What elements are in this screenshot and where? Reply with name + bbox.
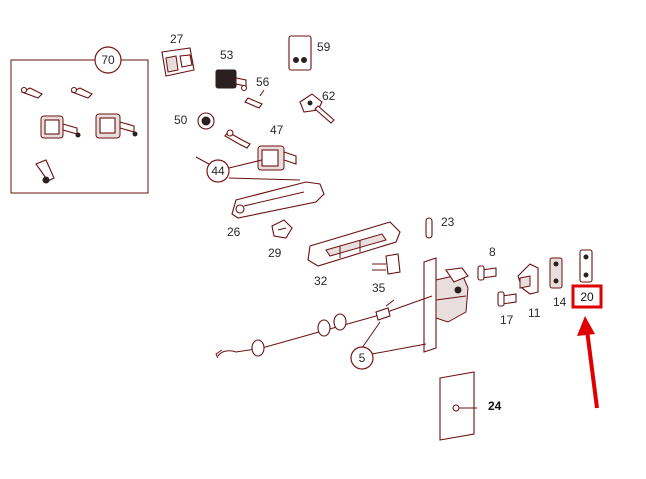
part-24-panel: 24: [439, 371, 502, 441]
door-lock-mechanism: [423, 257, 469, 353]
callout-44: 44: [195, 156, 301, 183]
label-44: 44: [211, 164, 225, 178]
label-24: 24: [488, 399, 502, 413]
label-27: 27: [170, 32, 184, 46]
highlight-arrow: [577, 316, 599, 409]
part-27-housing: 27: [161, 32, 195, 77]
lock-cylinder-right: [95, 113, 138, 139]
label-8: 8: [489, 245, 496, 259]
label-20: 20: [580, 290, 594, 304]
lock-cylinder-left: [40, 115, 81, 139]
label-35: 35: [372, 281, 386, 295]
key-small-right: [70, 86, 93, 99]
part-56-pin: 56: [244, 75, 270, 109]
label-70: 70: [101, 53, 115, 67]
part-29-clip: 29: [268, 219, 293, 260]
part-53-key-blank: 53: [215, 48, 248, 92]
part-35-bracket: 35: [372, 253, 401, 295]
part-59-plate: 59: [288, 35, 331, 71]
group-70-box: 70: [10, 46, 149, 194]
part-50-lock-insert: 50: [174, 112, 215, 130]
part-key-link: [224, 129, 251, 149]
label-56: 56: [256, 75, 270, 89]
part-17-screw: 17: [497, 291, 517, 327]
label-5: 5: [359, 351, 366, 365]
part-47-cylinder: 47: [257, 123, 297, 171]
label-11: 11: [528, 306, 541, 320]
label-53: 53: [220, 48, 234, 62]
label-29: 29: [268, 246, 282, 260]
part-32-inner-handle: 32: [307, 221, 401, 288]
part-62-bracket: 62: [299, 89, 336, 124]
label-47: 47: [270, 123, 284, 137]
callout-5: 5: [350, 321, 427, 370]
label-62: 62: [322, 89, 336, 103]
highlight-part-20[interactable]: 20: [571, 284, 603, 309]
label-59: 59: [317, 40, 331, 54]
part-8-screw: 8: [477, 245, 497, 281]
part-26-outer-handle: 26: [227, 181, 325, 239]
label-14: 14: [553, 295, 567, 309]
part-20-plate: [579, 249, 593, 283]
key-small-left: [20, 86, 43, 99]
part-11-striker: 11: [517, 263, 541, 320]
label-26: 26: [227, 225, 241, 239]
label-50: 50: [174, 113, 188, 127]
label-23: 23: [441, 215, 455, 229]
label-17: 17: [500, 313, 514, 327]
part-14-plate: 14: [549, 257, 567, 309]
label-32: 32: [314, 274, 328, 288]
part-23-pin: 23: [425, 215, 455, 239]
actuating-rod: [215, 295, 433, 359]
spring-pin: [35, 159, 55, 184]
